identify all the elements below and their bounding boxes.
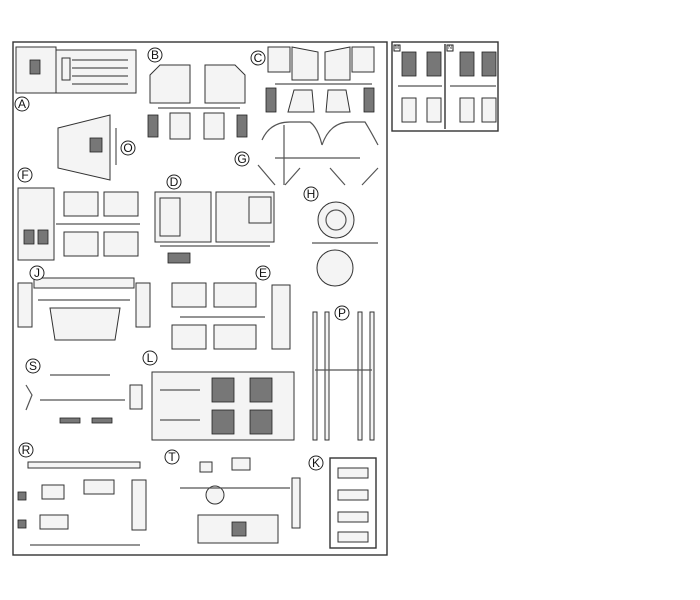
svg-text:T: T	[168, 450, 176, 464]
svg-text:M: M	[395, 45, 399, 51]
svg-text:B: B	[151, 48, 159, 62]
label-g: G	[234, 151, 250, 167]
part-group-e	[171, 282, 291, 350]
label-h: H	[303, 186, 319, 202]
part-group-h	[312, 201, 378, 287]
part-group-b	[147, 64, 248, 140]
svg-text:P: P	[338, 306, 346, 320]
svg-text:R: R	[22, 443, 31, 457]
label-r: R	[18, 442, 34, 458]
part-group-m	[398, 51, 442, 123]
svg-text:J: J	[34, 266, 40, 280]
part-group-k	[329, 457, 377, 549]
svg-text:G: G	[237, 152, 246, 166]
main-sprue-frame	[12, 41, 388, 556]
part-group-t	[180, 457, 301, 544]
label-s: S	[25, 358, 41, 374]
svg-text:L: L	[147, 351, 154, 365]
part-group-a	[15, 46, 137, 94]
label-k: K	[308, 455, 324, 471]
inset-sprue-frame	[391, 41, 499, 132]
svg-text:C: C	[254, 51, 263, 65]
part-group-g	[257, 121, 379, 186]
svg-text:A: A	[18, 97, 26, 111]
svg-text:D: D	[170, 175, 179, 189]
label-o: O	[120, 140, 136, 156]
svg-text:O: O	[123, 141, 132, 155]
part-group-l	[151, 371, 295, 441]
svg-text:H: H	[307, 187, 316, 201]
part-group-p	[312, 311, 375, 441]
label-a: A	[14, 96, 30, 112]
label-n: N	[446, 44, 454, 52]
svg-text:K: K	[312, 456, 320, 470]
part-group-c	[265, 46, 375, 113]
part-group-j	[17, 277, 151, 341]
label-t: T	[164, 449, 180, 465]
label-f: F	[17, 167, 33, 183]
part-group-s	[25, 374, 143, 424]
svg-text:F: F	[21, 168, 28, 182]
label-m: M	[393, 44, 401, 52]
svg-text:E: E	[259, 266, 267, 280]
part-group-n	[450, 51, 497, 123]
part-group-f	[17, 187, 140, 261]
part-group-r	[17, 461, 147, 546]
svg-text:S: S	[29, 359, 37, 373]
label-e: E	[255, 265, 271, 281]
label-p: P	[334, 305, 350, 321]
label-j: J	[29, 265, 45, 281]
label-d: D	[166, 174, 182, 190]
label-l: L	[142, 350, 158, 366]
label-c: C	[250, 50, 266, 66]
svg-text:N: N	[448, 45, 452, 51]
label-b: B	[147, 47, 163, 63]
part-group-d	[154, 191, 275, 264]
part-group-o	[57, 114, 117, 181]
